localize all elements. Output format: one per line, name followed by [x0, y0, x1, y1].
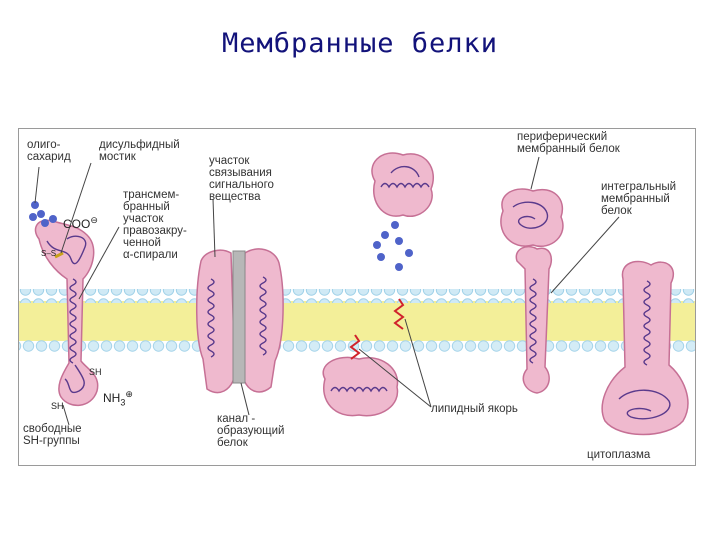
outer-anchored-protein-loop — [390, 166, 420, 178]
channel-left-subunit — [195, 249, 236, 394]
channel-right-helix — [259, 276, 267, 356]
leader-oligosaccharide — [34, 166, 40, 204]
cytoplasmic-chain — [64, 364, 85, 394]
leader-transmembrane — [78, 226, 120, 300]
outer-leaflet-heads — [19, 289, 695, 303]
integral-protein — [515, 245, 553, 394]
label-signal-binding-site: участок связывания сигнального вещества — [209, 155, 274, 203]
label-integral-protein: интегральный мембранный белок — [601, 181, 677, 217]
label-disulfide-bridge: дисульфидный мостик — [99, 139, 180, 163]
leader-integral — [550, 216, 620, 294]
label-lipid-anchor: липидный якорь — [431, 403, 518, 415]
leader-lines — [34, 156, 620, 426]
outer-anchored-protein — [371, 152, 434, 330]
slide-title: Мембранные белки — [221, 28, 499, 59]
label-free-sh-groups: свободные SH-группы — [23, 423, 82, 447]
sh-group-lower: SH — [51, 401, 64, 411]
positive-charge-icon: ⊕ — [125, 389, 133, 399]
label-transmembrane-helix: трансмем- бранный участок правозакру- че… — [123, 189, 187, 261]
leader-lipid-anchor-inner — [358, 348, 432, 408]
amino-label: NH — [103, 391, 121, 405]
membrane-diagram — [19, 152, 695, 436]
bilayer-tails — [19, 301, 695, 341]
inner-lipid-anchor — [349, 334, 361, 360]
channel-left-helix — [207, 278, 215, 358]
leader-peripheral — [530, 156, 540, 190]
disulfide-bond — [54, 251, 64, 259]
outer-anchored-protein-helix — [380, 182, 430, 189]
channel-right-subunit — [242, 248, 284, 393]
multipass-protein — [601, 260, 689, 436]
carboxyl-terminus: COO⊖ — [63, 215, 98, 231]
leader-free-sh — [62, 404, 70, 426]
leader-channel — [240, 382, 250, 416]
leader-signal-site — [212, 198, 216, 258]
extracellular-chain — [46, 235, 87, 265]
inner-anchored-protein-helix — [330, 386, 388, 393]
outer-lipid-anchor — [393, 298, 405, 330]
leader-lipid-anchor-outer — [404, 318, 432, 408]
integral-protein-helix — [529, 278, 537, 364]
transmembrane-protein — [29, 201, 99, 406]
diagram-frame: олиго- сахарид дисульфидный мостик транс… — [18, 128, 696, 466]
oligosaccharide-chain — [29, 201, 57, 227]
inner-anchored-protein — [322, 334, 399, 417]
label-peripheral-protein: периферический мембранный белок — [517, 131, 620, 155]
sh-group-upper: SH — [89, 367, 102, 377]
multipass-protein-helix — [643, 280, 651, 366]
leader-disulfide — [60, 162, 92, 254]
channel-protein — [195, 248, 284, 394]
label-oligosaccharide: олиго- сахарид — [27, 139, 71, 163]
transmembrane-helix — [69, 278, 77, 364]
channel-pore — [232, 250, 246, 384]
inner-anchored-protein-body — [322, 356, 399, 417]
peripheral-protein-chain — [512, 201, 549, 229]
carboxyl-label: COO — [63, 217, 91, 231]
label-channel-protein: канал - образующий белок — [217, 413, 285, 449]
amino-subscript: 3 — [120, 397, 126, 408]
outer-glycan-chain — [373, 221, 413, 271]
transmembrane-protein-body — [34, 219, 99, 406]
disulfide-label: S–S — [41, 249, 57, 258]
peripheral-protein — [500, 188, 564, 248]
label-cytoplasm: цитоплазма — [587, 449, 651, 461]
negative-charge-icon: ⊖ — [90, 215, 98, 225]
multipass-protein-chain — [618, 389, 671, 420]
amino-terminus: NH3⊕ — [103, 389, 133, 407]
